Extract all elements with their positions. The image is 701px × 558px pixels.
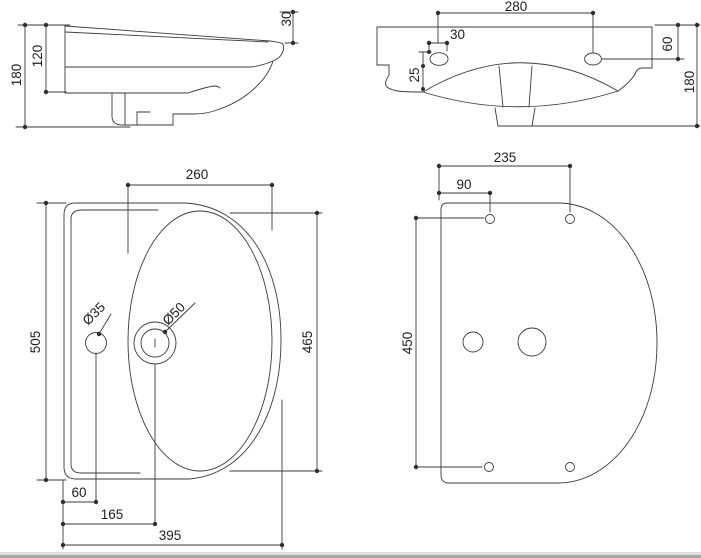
- fixing-hole-top-right: [565, 214, 575, 224]
- trap-left: [494, 107, 499, 127]
- scan-edge-artifact-dark: [0, 555, 701, 558]
- dim-rear-hole-top-offset: 60: [660, 36, 675, 51]
- side-view-outline: [64, 25, 284, 126]
- outer-outline: [440, 202, 658, 484]
- trap-cover-outer: [111, 92, 174, 126]
- dim-side-basin-height: 120: [30, 45, 45, 68]
- dim-top-bowl-depth: 465: [300, 331, 315, 354]
- pedestal-right: [528, 65, 533, 108]
- side-view: 180 120 30: [9, 9, 299, 130]
- dim-top-drain-offset: 165: [101, 507, 124, 522]
- dim-top-overall-depth: 395: [159, 528, 182, 543]
- top-view-dimensions: 260 505 465 Ø35 Ø50 60 165 395: [28, 167, 323, 550]
- bottom-view-dimensions: 235 90 450: [400, 150, 573, 470]
- leader-tap: [98, 313, 112, 335]
- leader-drain: [164, 302, 196, 333]
- body-top-and-sides: [376, 26, 653, 69]
- rear-view-outline: [376, 26, 701, 127]
- trap-right: [531, 107, 536, 127]
- top-view: 260 505 465 Ø35 Ø50 60 165 395: [28, 167, 323, 550]
- dim-side-overall-height: 180: [9, 64, 24, 87]
- fixing-hole-left: [429, 52, 449, 66]
- top-view-outline: [63, 202, 282, 525]
- fixing-hole-top-left: [485, 214, 495, 224]
- tap-hole-underside: [462, 331, 484, 353]
- bowl-upper-arc: [422, 62, 619, 93]
- dim-side-rim-drop: 30: [279, 11, 294, 26]
- basin-front-lip: [64, 43, 284, 68]
- dimension-dots: [43, 182, 320, 548]
- outer-outline: [63, 202, 282, 480]
- left-shoulder: [376, 64, 424, 93]
- drain-hole: [140, 328, 170, 358]
- inner-rim-line: [70, 209, 159, 474]
- dimension-dots: [413, 163, 573, 470]
- bottom-view-outline: [440, 202, 658, 484]
- dim-rear-hole-spacing: 280: [505, 0, 528, 14]
- pedestal-left: [498, 65, 504, 108]
- dimension-dots: [421, 10, 700, 129]
- dim-rear-hole-height: 25: [407, 67, 422, 82]
- dim-bottom-fixing-span: 235: [494, 150, 517, 165]
- dim-rear-hole-width: 30: [450, 27, 465, 42]
- dim-rear-overall-height: 180: [682, 71, 697, 94]
- dim-bottom-fixing-near-offset: 90: [456, 177, 471, 192]
- basin-top-edge: [64, 25, 284, 45]
- fixing-hole-right: [584, 52, 602, 66]
- fixing-hole-bottom-right: [565, 462, 575, 472]
- bowl-bottom-hook: [187, 85, 221, 94]
- rear-view-dimensions: 280 30 25 60 180: [407, 0, 701, 129]
- right-shoulder: [617, 67, 653, 92]
- dimension-dots: [22, 9, 296, 130]
- scan-edge-artifact: [0, 552, 701, 555]
- dim-bottom-fixing-depth: 450: [400, 332, 415, 355]
- drain-hole-underside: [517, 327, 547, 357]
- basin-top-inner-edge: [64, 31, 269, 43]
- tap-hole: [85, 332, 107, 354]
- label-tap-hole-diameter: Ø35: [80, 299, 109, 328]
- dim-top-bowl-width: 260: [186, 167, 209, 182]
- basin-underside-curve: [172, 60, 274, 115]
- fixing-hole-bottom-left: [484, 462, 494, 472]
- dim-top-tap-offset: 60: [71, 485, 86, 500]
- rear-view: 280 30 25 60 180: [376, 0, 701, 129]
- bottom-view: 235 90 450: [400, 150, 658, 484]
- dim-top-overall-width: 505: [28, 331, 43, 354]
- bowl-oval: [127, 210, 273, 472]
- bowl-lower-arc: [422, 90, 619, 108]
- side-view-dimensions: 180 120 30: [9, 9, 299, 130]
